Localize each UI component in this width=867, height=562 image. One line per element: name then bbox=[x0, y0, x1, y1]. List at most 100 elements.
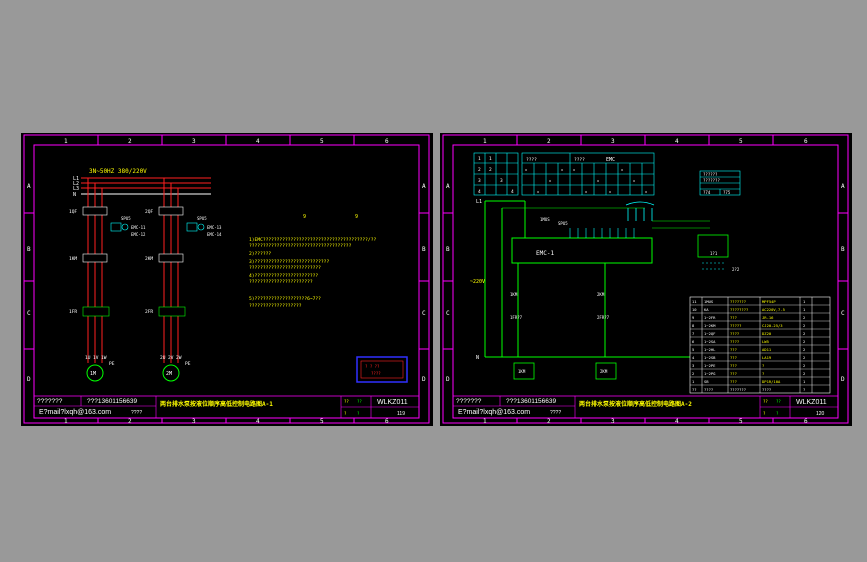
km1-contactor[interactable] bbox=[82, 253, 108, 263]
coil-label: 2KM bbox=[600, 369, 608, 374]
hl-label: 2?2 bbox=[732, 267, 740, 272]
grid-labels: 1 2 3 4 5 6 1 2 3 4 5 6 A B C D A B C D bbox=[27, 138, 426, 425]
table-cell: 2 bbox=[803, 339, 805, 344]
drawing-sheet-1[interactable]: 1 2 3 4 5 6 1 2 3 4 5 6 A B C D A B C D … bbox=[21, 133, 433, 426]
col-label: 1 bbox=[64, 138, 68, 145]
bus-labels: L1 L2 L3 N bbox=[73, 176, 79, 198]
grid-ticks bbox=[443, 135, 848, 423]
stamp-line: ? ? ?? bbox=[365, 364, 380, 369]
col-label: 6 bbox=[804, 138, 808, 145]
grid-labels: 1 2 3 4 5 6 1 2 3 4 5 6 A B C D A B C D bbox=[446, 138, 845, 425]
col-label: 6 bbox=[804, 418, 808, 425]
row-label: B bbox=[446, 246, 450, 253]
row-label: B bbox=[27, 246, 31, 253]
table-cell: ??? bbox=[730, 363, 737, 368]
supply-label: 3N~50HZ 380/220V bbox=[89, 168, 147, 175]
title-small: ? bbox=[357, 411, 360, 416]
fr1-relay[interactable] bbox=[82, 306, 110, 317]
table-cell: 2 bbox=[478, 167, 481, 173]
note-line: 4)??????????????????????? bbox=[249, 273, 318, 279]
fr2-relay[interactable] bbox=[158, 306, 186, 317]
svg-text:x: x bbox=[573, 168, 575, 172]
table-header-cell: ???? bbox=[704, 387, 713, 392]
fr1-label: 1FR bbox=[69, 309, 77, 315]
qf2-breaker[interactable] bbox=[158, 206, 184, 216]
title-company: ???? bbox=[131, 410, 142, 416]
function-table-right bbox=[521, 152, 655, 196]
col-label: 2 bbox=[128, 138, 132, 145]
table-cell: 2 bbox=[803, 347, 805, 352]
svg-text:x: x bbox=[537, 190, 539, 194]
table-header-cell: ? bbox=[803, 387, 805, 392]
table-cell: 1 bbox=[489, 156, 492, 162]
table-cell: 1~2PG bbox=[704, 371, 716, 376]
table-cell: 6 bbox=[692, 339, 695, 344]
row-label: C bbox=[422, 310, 426, 317]
km2-contactor[interactable] bbox=[158, 253, 184, 263]
table-cell: AD11 bbox=[762, 347, 772, 352]
level-relay[interactable] bbox=[697, 234, 729, 258]
table-cell: LW5 bbox=[762, 339, 769, 344]
svg-text:x: x bbox=[549, 179, 551, 183]
coil-label: 1KM bbox=[518, 369, 526, 374]
legend-text: ?????? bbox=[703, 172, 718, 177]
title-company: ???? bbox=[550, 410, 561, 416]
drawing-sheet-2[interactable]: 1 2 3 4 5 6 1 2 3 4 5 6 A B C D A B C D … bbox=[440, 133, 852, 426]
motor2-symbol[interactable] bbox=[162, 364, 180, 382]
motor1-symbol[interactable] bbox=[86, 364, 104, 382]
legend-text: ?74 bbox=[703, 190, 711, 195]
table-cell: 1MUS bbox=[704, 299, 714, 304]
row-label: A bbox=[841, 183, 845, 190]
title-small: ? bbox=[344, 411, 347, 416]
supply-label: ~220V bbox=[470, 279, 485, 285]
table-cell: 1 bbox=[692, 379, 695, 384]
emc-terminals bbox=[569, 228, 635, 238]
table-cell: 9 bbox=[692, 315, 695, 320]
col-label: 3 bbox=[192, 418, 196, 425]
pe-label: PE bbox=[109, 361, 115, 367]
title-small: ?? bbox=[357, 399, 362, 404]
title-block-1: ??????? ???13601156639 E?mail?lxqh@163.c… bbox=[34, 395, 419, 418]
note-line: ??????????????????? bbox=[249, 303, 302, 309]
schematic-canvas-1: 1 2 3 4 5 6 1 2 3 4 5 6 A B C D A B C D … bbox=[23, 134, 430, 425]
table-header: ???? bbox=[574, 157, 585, 163]
emc-module-2[interactable] bbox=[186, 222, 198, 232]
qf1-label: 1QF bbox=[69, 209, 77, 215]
table-cell: ???? bbox=[730, 331, 739, 336]
pe-label: PE bbox=[185, 361, 191, 367]
bus-label: L3 bbox=[73, 186, 79, 192]
col-label: 6 bbox=[385, 418, 389, 425]
row-label: A bbox=[422, 183, 426, 190]
row-label: A bbox=[27, 183, 31, 190]
col-label: 3 bbox=[611, 138, 615, 145]
note-line: ?????????????????????????? bbox=[249, 265, 321, 271]
n-label: N bbox=[476, 355, 479, 361]
qf1-breaker[interactable] bbox=[82, 206, 108, 216]
title-code: WLKZ011 bbox=[377, 399, 408, 406]
emc-label: EMC-13 bbox=[207, 225, 222, 230]
col-label: 4 bbox=[675, 138, 679, 145]
emc-label: EMC-14 bbox=[207, 232, 222, 237]
terminal-label: 1W bbox=[101, 355, 107, 361]
note-mark: 9 bbox=[303, 214, 306, 220]
table-cell: MPF54P bbox=[762, 299, 776, 304]
terminal-label: 1V bbox=[93, 355, 99, 361]
title-tel: ???13601156639 bbox=[506, 398, 557, 405]
table-cell: ??? bbox=[730, 315, 737, 320]
table-cell: 1 bbox=[803, 299, 806, 304]
emc-controller[interactable] bbox=[511, 237, 653, 264]
col-label: 2 bbox=[547, 138, 551, 145]
legend-text: ?75 bbox=[723, 190, 731, 195]
emc-module-1[interactable] bbox=[110, 222, 122, 232]
coil-2km[interactable] bbox=[595, 362, 617, 380]
power-bus bbox=[81, 177, 211, 189]
emc-label: EMC-12 bbox=[131, 232, 146, 237]
coil-1km[interactable] bbox=[513, 362, 535, 380]
table-cell: 4 bbox=[692, 355, 695, 360]
title-dept: ??????? bbox=[456, 398, 482, 405]
col-label: 5 bbox=[320, 418, 324, 425]
